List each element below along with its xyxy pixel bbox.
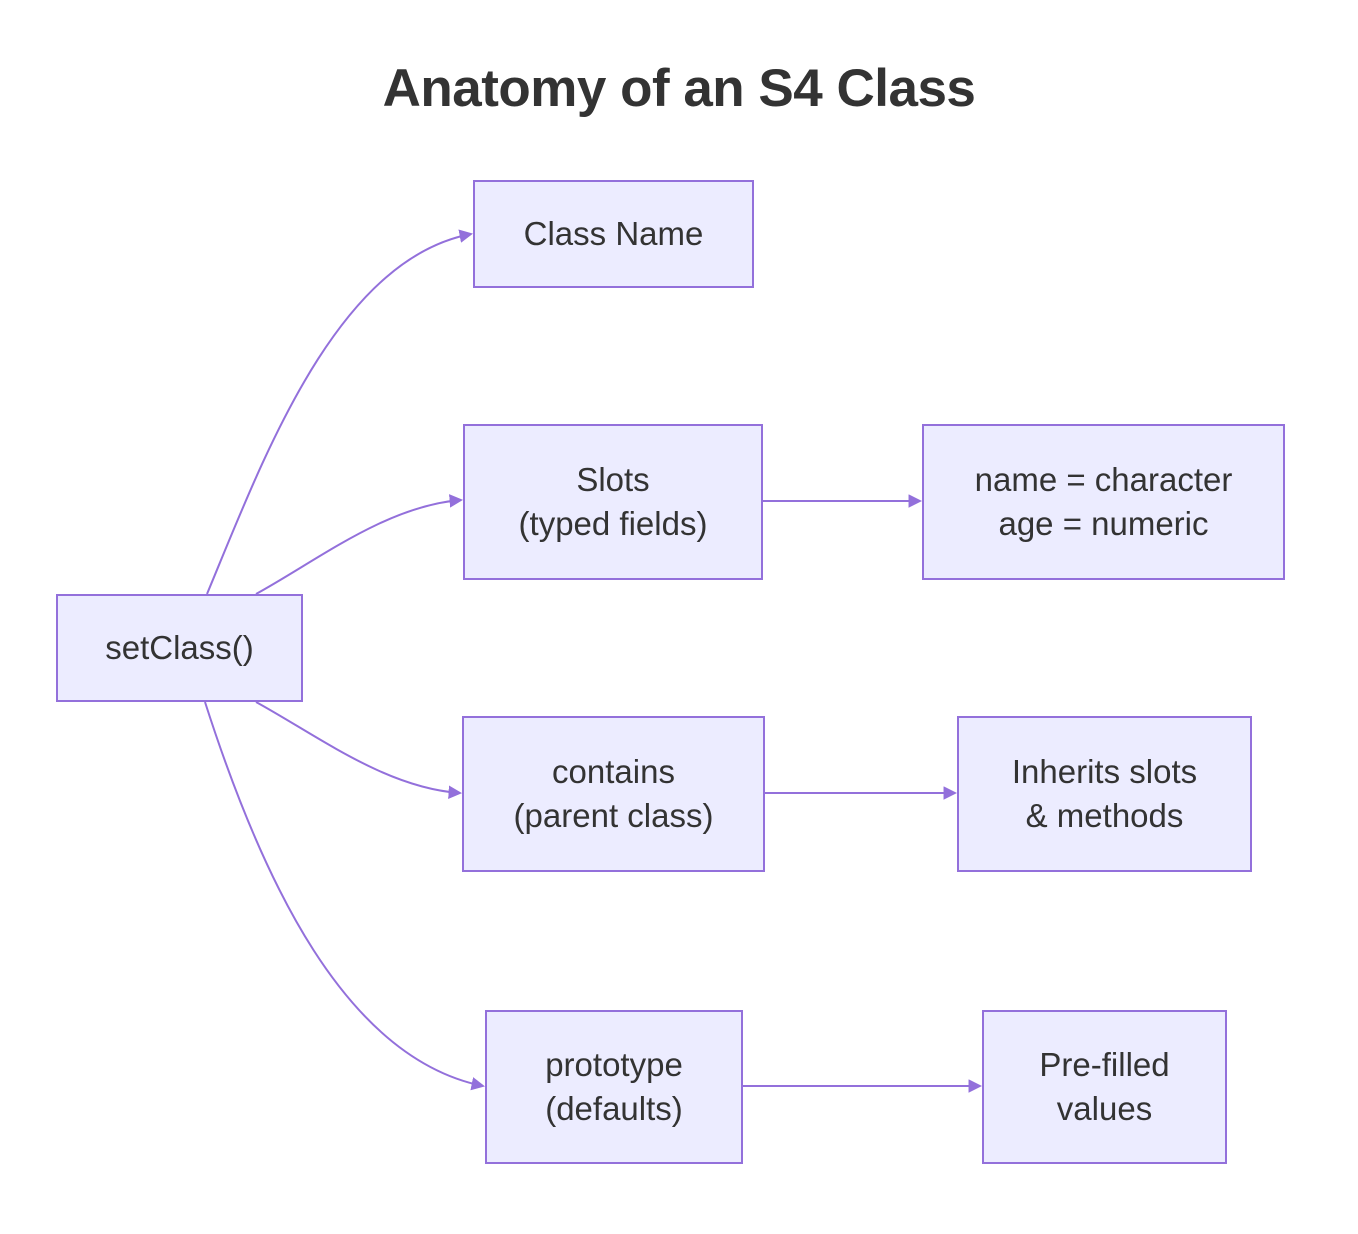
node-label: setClass() (105, 629, 254, 666)
node-contains-detail: Inherits slots & methods (957, 716, 1252, 872)
node-label-line2: (parent class) (513, 797, 714, 834)
node-contains: contains (parent class) (462, 716, 765, 872)
node-label: Class Name (523, 215, 704, 252)
node-prototype-detail: Pre-filled values (982, 1010, 1227, 1164)
node-label-line1: contains (552, 753, 675, 790)
node-label-line2: (defaults) (545, 1090, 683, 1127)
node-label-line1: prototype (545, 1046, 683, 1083)
node-class-name: Class Name (473, 180, 754, 288)
node-label-line2: (typed fields) (518, 505, 708, 542)
diagram-title: Anatomy of an S4 Class (382, 59, 976, 118)
node-label-line1: Pre-filled (1039, 1046, 1170, 1083)
node-label-line1: name = character (974, 461, 1233, 498)
node-slots: Slots (typed fields) (463, 424, 763, 580)
node-slots-detail: name = character age = numeric (922, 424, 1285, 580)
node-label-line2: age = numeric (998, 505, 1209, 542)
edge-setclass-to-prototype (204, 701, 485, 1091)
edge-setclass-to-slots (255, 494, 464, 595)
node-label-line1: Inherits slots (1011, 753, 1198, 790)
node-label-line2: & methods (1025, 797, 1184, 834)
node-prototype: prototype (defaults) (485, 1010, 743, 1164)
edge-setclass-to-contains (255, 701, 463, 799)
node-label-line2: values (1056, 1090, 1153, 1127)
node-setclass: setClass() (56, 594, 303, 702)
edge-setclass-to-classname (206, 229, 473, 595)
node-label-line1: Slots (576, 461, 650, 498)
